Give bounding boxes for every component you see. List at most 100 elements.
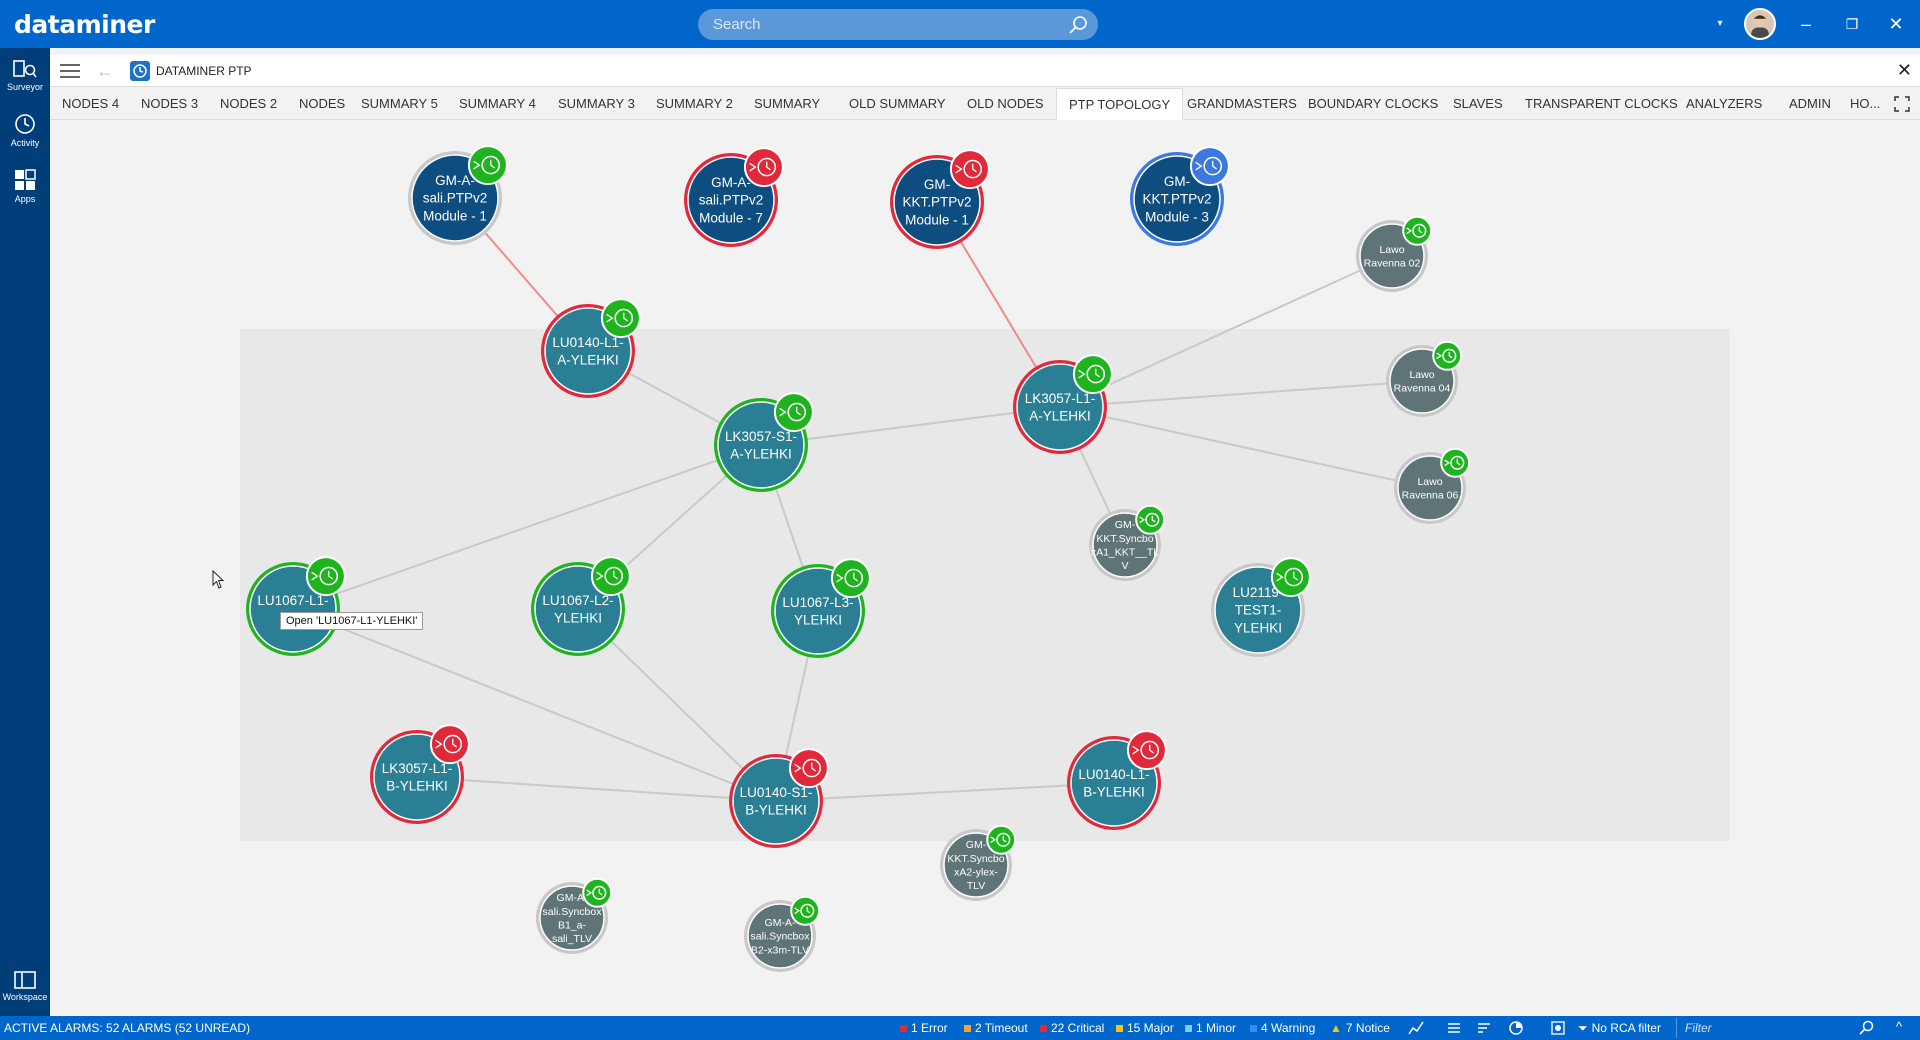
tab-old-summary[interactable]: OLD SUMMARY	[849, 96, 946, 111]
topology-node-lk3057s1a[interactable]: LK3057-S1-A-YLEHKI	[714, 392, 814, 492]
activity-icon	[15, 114, 35, 134]
clock-hand	[811, 762, 816, 772]
back-arrow-icon[interactable]: ←	[96, 61, 114, 81]
topology-group-area	[240, 329, 1730, 841]
clock-hand	[490, 159, 495, 169]
topology-node-lu1067l3[interactable]: LU1067-L3-YLEHKI	[771, 558, 871, 658]
minimize-icon[interactable]: –	[1800, 14, 1811, 34]
tab-summary-5[interactable]: SUMMARY 5	[361, 96, 438, 111]
clock-hand	[1149, 744, 1154, 754]
topology-link	[1059, 255, 1393, 408]
tab-ptp-topology[interactable]: PTP TOPOLOGY	[1056, 88, 1184, 120]
node-label: xA2-ylex-	[954, 867, 998, 879]
search-input[interactable]: Search	[698, 9, 1098, 40]
node-label: LK3057-L1-	[382, 761, 453, 776]
topology-node-lu1067l1[interactable]: LU1067-L1-Y	[246, 556, 346, 656]
clock-icon	[604, 566, 624, 586]
hamburger-menu-icon[interactable]	[60, 64, 80, 78]
tab-grandmasters[interactable]: GRANDMASTERS	[1187, 96, 1297, 111]
nav-activity[interactable]: Activity	[0, 112, 50, 148]
tab-boundary-clocks[interactable]: BOUNDARY CLOCKS	[1308, 96, 1439, 111]
arrow-icon	[794, 763, 802, 773]
dropdown-icon[interactable]: ▾	[1717, 18, 1723, 29]
stat-warning[interactable]: 4 Warning	[1250, 1021, 1315, 1035]
stat-notice[interactable]: ▲7 Notice	[1330, 1021, 1390, 1035]
clock-icon	[1145, 512, 1160, 527]
tab-summary[interactable]: SUMMARY	[754, 96, 821, 111]
stat-critical[interactable]: 22 Critical	[1040, 1021, 1104, 1035]
tab-nodes[interactable]: NODES	[299, 96, 346, 111]
clock-icon	[1140, 740, 1160, 760]
topology-node-lu1067l2[interactable]: LU1067-L2-YLEHKI	[531, 556, 631, 656]
rca-filter[interactable]: ⏷No RCA filter	[1578, 1021, 1661, 1035]
arrow-icon	[586, 889, 593, 897]
tab-slaves[interactable]: SLAVES	[1453, 96, 1503, 111]
trend-chart-icon[interactable]	[1408, 1020, 1424, 1036]
topology-link	[760, 406, 1061, 446]
tab-nodes-2[interactable]: NODES 2	[220, 96, 278, 111]
node-label: GM-	[1164, 174, 1190, 189]
tab-transparent-clocks[interactable]: TRANSPARENT CLOCKS	[1525, 96, 1678, 111]
clock-icon	[443, 734, 463, 754]
arrow-icon	[836, 573, 844, 583]
clock-hand	[598, 888, 603, 896]
close-window-icon[interactable]: ✕	[1888, 14, 1904, 34]
stat-timeout[interactable]: 2 Timeout	[964, 1021, 1028, 1035]
topology-node-lk3057l1b[interactable]: LK3057-L1-B-YLEHKI	[370, 724, 470, 824]
tab-summary-2[interactable]: SUMMARY 2	[656, 96, 733, 111]
filter-input[interactable]: Filter	[1676, 1018, 1872, 1038]
restore-icon[interactable]: ❐	[1845, 16, 1859, 32]
tab-nodes-3[interactable]: NODES 3	[141, 96, 199, 111]
stat-error[interactable]: 1 Error	[900, 1021, 948, 1035]
node-label: sali_TLV	[552, 933, 592, 945]
topology-node-lu140a[interactable]: LU0140-L1-A-YLEHKI	[541, 298, 641, 398]
sort-icon[interactable]	[1476, 1020, 1492, 1036]
search-placeholder: Search	[713, 16, 761, 33]
nav-apps[interactable]: Apps	[0, 168, 50, 204]
user-avatar[interactable]	[1744, 8, 1776, 40]
fullscreen-icon[interactable]	[1894, 96, 1910, 112]
active-alarms-summary[interactable]: ACTIVE ALARMS: 52 ALARMS (52 UNREAD)	[4, 1021, 251, 1035]
topology-node-lu140s1b[interactable]: LU0140-S1-B-YLEHKI	[729, 748, 829, 848]
tab-overflow[interactable]: HO...	[1850, 96, 1881, 111]
tab-summary-4[interactable]: SUMMARY 4	[459, 96, 536, 111]
expand-up-icon[interactable]: ^	[1896, 1019, 1903, 1034]
tab-analyzers[interactable]: ANALYZERS	[1686, 96, 1763, 111]
nav-surveyor[interactable]: Surveyor	[0, 58, 50, 92]
warning-triangle-icon: ▲	[1330, 1021, 1342, 1035]
tab-bar: NODES 4 NODES 3 NODES 2 NODES SUMMARY 5 …	[50, 88, 1920, 120]
tab-nodes-4[interactable]: NODES 4	[62, 96, 120, 111]
clock-hand	[1212, 160, 1217, 170]
tab-old-nodes[interactable]: OLD NODES	[967, 96, 1044, 111]
close-card-icon[interactable]: ✕	[1896, 60, 1912, 80]
pie-chart-icon[interactable]	[1508, 1020, 1524, 1036]
filter-search-icon[interactable]	[1858, 1020, 1874, 1036]
clock-badge-icon	[1270, 557, 1311, 598]
topology-node-lu140l1b[interactable]: LU0140-L1-B-YLEHKI	[1067, 730, 1167, 830]
topology-node-lu2119[interactable]: LU2119-TEST1-YLEHKI	[1211, 557, 1311, 657]
tab-summary-3[interactable]: SUMMARY 3	[558, 96, 635, 111]
node-label: YLEHKI	[554, 611, 602, 626]
clock-icon	[787, 402, 807, 422]
stat-minor[interactable]: 1 Minor	[1185, 1021, 1236, 1035]
stat-major[interactable]: 15 Major	[1116, 1021, 1174, 1035]
list-view-icon[interactable]	[1446, 1020, 1462, 1036]
nav-workspace[interactable]: Workspace	[0, 970, 50, 1002]
tab-admin[interactable]: ADMIN	[1789, 96, 1831, 111]
clock-badge-icon	[743, 147, 784, 188]
topology-node-lk3057l1a[interactable]: LK3057-L1-A-YLEHKI	[1013, 354, 1113, 454]
rca-icon[interactable]	[1550, 1020, 1566, 1036]
search-icon[interactable]	[1068, 15, 1088, 35]
arrow-icon	[1276, 572, 1284, 582]
